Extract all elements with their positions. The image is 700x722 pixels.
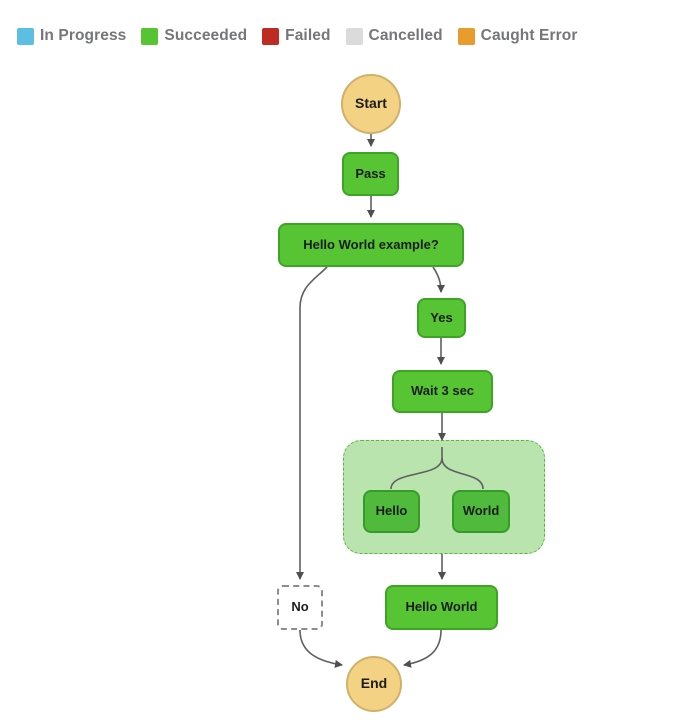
node-hello-label: Hello (375, 503, 408, 519)
node-end[interactable]: End (346, 656, 402, 712)
node-pass-label: Pass (355, 165, 386, 181)
node-hello-world[interactable]: Hello World (385, 585, 498, 630)
node-end-label: End (360, 675, 388, 692)
legend-label: Succeeded (164, 27, 248, 44)
edge-helloworld-to-end (403, 629, 442, 668)
legend-item-caught-error: Caught Error (457, 27, 578, 45)
node-wait[interactable]: Wait 3 sec (392, 370, 493, 413)
edge-no-to-end (299, 629, 343, 668)
legend-item-succeeded: Succeeded (141, 27, 247, 45)
legend-label: Cancelled (368, 27, 443, 44)
node-pass[interactable]: Pass (342, 152, 399, 196)
node-yes[interactable]: Yes (417, 298, 466, 338)
legend-item-cancelled: Cancelled (345, 27, 443, 45)
status-legend: In Progress Succeeded Failed Cancelled C… (17, 27, 577, 45)
node-wait-label: Wait 3 sec (410, 383, 475, 399)
node-start-label: Start (355, 95, 387, 112)
node-no[interactable]: No (277, 585, 323, 630)
legend-label: Failed (285, 27, 331, 44)
node-world-label: World (462, 503, 500, 519)
legend-label: In Progress (40, 27, 127, 44)
edge-choice-to-yes (432, 266, 445, 293)
legend-item-failed: Failed (262, 27, 330, 45)
cancelled-swatch-icon (345, 27, 363, 45)
edge-choice-to-no (296, 266, 328, 580)
node-choice-label: Hello World example? (303, 236, 439, 252)
succeeded-swatch-icon (141, 27, 159, 45)
caught-error-swatch-icon (457, 27, 475, 45)
node-yes-label: Yes (430, 309, 453, 325)
node-hello-world-label: Hello World (405, 599, 478, 615)
node-hello[interactable]: Hello (363, 490, 420, 533)
node-start[interactable]: Start (341, 74, 401, 134)
node-choice[interactable]: Hello World example? (278, 223, 464, 267)
in-progress-swatch-icon (17, 27, 34, 45)
node-world[interactable]: World (452, 490, 510, 533)
legend-label: Caught Error (480, 27, 578, 44)
legend-item-in-progress: In Progress (17, 27, 126, 45)
node-no-label: No (291, 599, 309, 615)
failed-swatch-icon (262, 27, 280, 45)
